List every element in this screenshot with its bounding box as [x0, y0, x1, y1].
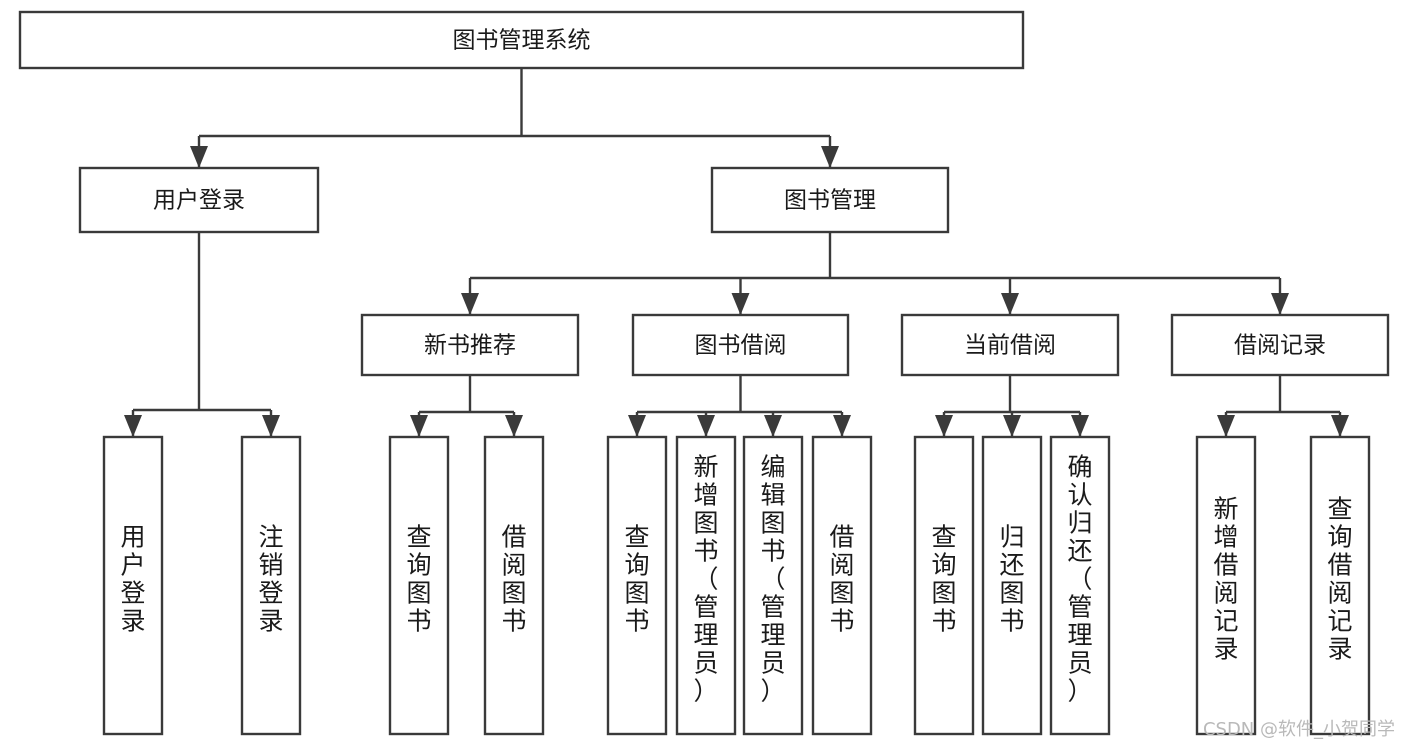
node-leaf-query-book-1[interactable]: 查询图书 [388, 435, 450, 736]
connectors-layer [124, 68, 1349, 437]
node-leaf-query-book-2[interactable]: 查询图书 [606, 435, 668, 736]
node-root[interactable]: 图书管理系统 [18, 10, 1025, 70]
arrow-head-icon-leaf-user-login [124, 415, 142, 437]
node-box-leaf-query-book-2 [606, 435, 668, 736]
node-label-borrow-record: 借阅记录 [1234, 333, 1326, 359]
node-box-new-book-rec [360, 313, 580, 377]
arrow-head-icon-leaf-logout [262, 415, 280, 437]
node-label-leaf-user-login: 用户登录 [120, 523, 145, 636]
node-leaf-return-book[interactable]: 归还图书 [981, 435, 1043, 736]
node-leaf-add-record[interactable]: 新增借阅记录 [1195, 435, 1257, 736]
node-box-leaf-query-book-1 [388, 435, 450, 736]
node-book-borrow[interactable]: 图书借阅 [631, 313, 850, 377]
node-label-leaf-borrow-book-2: 借阅图书 [829, 523, 854, 636]
node-box-root [18, 10, 1025, 70]
arrow-head-icon-leaf-query-book-1 [410, 415, 428, 437]
node-leaf-confirm-return[interactable]: 确认归还（管理员） [1049, 435, 1111, 736]
node-label-leaf-logout: 注销登录 [258, 523, 283, 636]
node-leaf-borrow-book-1[interactable]: 借阅图书 [483, 435, 545, 736]
node-box-book-manage [710, 166, 950, 234]
node-label-new-book-rec: 新书推荐 [424, 333, 516, 359]
nodes-layer: 图书管理系统用户登录图书管理新书推荐图书借阅当前借阅借阅记录用户登录注销登录查询… [18, 10, 1390, 736]
node-label-current-borrow: 当前借阅 [964, 333, 1056, 359]
node-box-book-borrow [631, 313, 850, 377]
arrow-head-icon-new-book-rec [461, 293, 479, 315]
node-leaf-add-book[interactable]: 新增图书（管理员） [675, 435, 737, 736]
arrow-head-icon-leaf-confirm-return [1071, 415, 1089, 437]
node-box-user-login [78, 166, 320, 234]
node-box-current-borrow [900, 313, 1120, 377]
node-label-root: 图书管理系统 [453, 28, 591, 54]
arrow-head-icon-leaf-query-book-3 [935, 415, 953, 437]
arrow-head-icon-leaf-add-book [697, 415, 715, 437]
arrow-head-icon-leaf-edit-book [764, 415, 782, 437]
arrow-head-icon-user-login [190, 146, 208, 168]
arrow-head-icon-current-borrow [1001, 293, 1019, 315]
arrow-head-icon-leaf-borrow-book-2 [833, 415, 851, 437]
node-leaf-edit-book[interactable]: 编辑图书（管理员） [742, 435, 804, 736]
node-leaf-query-book-3[interactable]: 查询图书 [913, 435, 975, 736]
node-box-leaf-add-record [1195, 435, 1257, 736]
node-leaf-user-login[interactable]: 用户登录 [102, 435, 164, 736]
node-box-leaf-return-book [981, 435, 1043, 736]
node-label-leaf-borrow-book-1: 借阅图书 [501, 523, 526, 636]
node-label-leaf-query-record: 查询借阅记录 [1327, 495, 1352, 664]
arrow-head-icon-leaf-return-book [1003, 415, 1021, 437]
node-current-borrow[interactable]: 当前借阅 [900, 313, 1120, 377]
node-box-leaf-borrow-book-2 [811, 435, 873, 736]
node-box-leaf-borrow-book-1 [483, 435, 545, 736]
node-box-leaf-logout [240, 435, 302, 736]
node-user-login[interactable]: 用户登录 [78, 166, 320, 234]
arrow-head-icon-leaf-query-record [1331, 415, 1349, 437]
arrow-head-icon-book-manage [821, 146, 839, 168]
node-label-leaf-confirm-return: 确认归还（管理员） [1067, 453, 1092, 706]
node-label-leaf-query-book-2: 查询图书 [624, 523, 649, 636]
node-borrow-record[interactable]: 借阅记录 [1170, 313, 1390, 377]
node-leaf-query-record[interactable]: 查询借阅记录 [1309, 435, 1371, 736]
node-box-leaf-query-book-3 [913, 435, 975, 736]
node-label-book-borrow: 图书借阅 [695, 333, 787, 359]
node-label-user-login: 用户登录 [153, 188, 245, 214]
node-label-leaf-add-book: 新增图书（管理员） [693, 453, 718, 706]
node-box-borrow-record [1170, 313, 1390, 377]
node-leaf-borrow-book-2[interactable]: 借阅图书 [811, 435, 873, 736]
node-book-manage[interactable]: 图书管理 [710, 166, 950, 234]
node-label-book-manage: 图书管理 [784, 188, 876, 214]
node-leaf-logout[interactable]: 注销登录 [240, 435, 302, 736]
arrow-head-icon-leaf-query-book-2 [628, 415, 646, 437]
node-box-leaf-add-book [675, 435, 737, 736]
node-label-leaf-query-book-3: 查询图书 [931, 523, 956, 636]
node-new-book-rec[interactable]: 新书推荐 [360, 313, 580, 377]
arrow-head-icon-book-borrow [731, 293, 750, 315]
node-box-leaf-user-login [102, 435, 164, 736]
node-label-leaf-add-record: 新增借阅记录 [1213, 495, 1238, 664]
node-label-leaf-return-book: 归还图书 [999, 523, 1024, 636]
arrow-head-icon-leaf-add-record [1217, 415, 1235, 437]
arrow-head-icon-leaf-borrow-book-1 [505, 415, 523, 437]
node-label-leaf-query-book-1: 查询图书 [406, 523, 431, 636]
node-box-leaf-edit-book [742, 435, 804, 736]
node-box-leaf-query-record [1309, 435, 1371, 736]
arrow-head-icon-borrow-record [1271, 293, 1289, 315]
node-label-leaf-edit-book: 编辑图书（管理员） [760, 453, 785, 706]
node-box-leaf-confirm-return [1049, 435, 1111, 736]
